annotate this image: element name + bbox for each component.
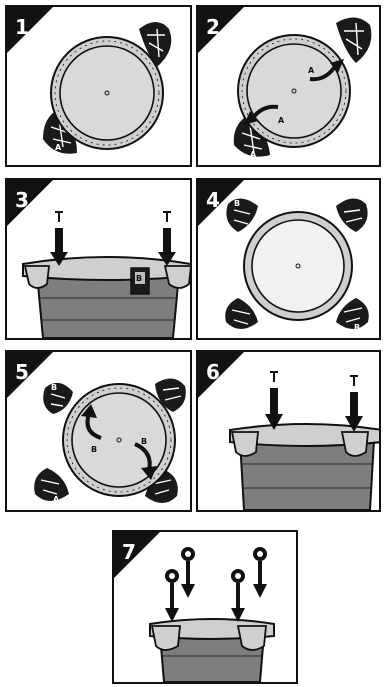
clip-label: B	[354, 323, 360, 332]
clip-left	[232, 432, 258, 456]
step-number: 3	[15, 188, 29, 212]
step-3-illustration: 3 B	[7, 180, 190, 338]
clip-label: A	[55, 143, 62, 152]
step-number-corner	[198, 352, 244, 398]
clip-bottom-left: A	[34, 468, 69, 504]
clip-bottom-left	[225, 298, 258, 329]
clip-top-left: B	[43, 383, 73, 414]
knob-arrow-4	[253, 547, 267, 598]
clip-right	[165, 266, 190, 288]
step-number-corner	[7, 7, 53, 53]
lid-inner-disc	[252, 220, 344, 312]
arrow-label: A	[278, 116, 285, 125]
screw-arrow-right	[345, 376, 363, 432]
screw-arrow-right	[158, 212, 176, 266]
step-number: 5	[15, 360, 29, 384]
step-7-illustration: 7	[114, 532, 296, 682]
clip-right	[342, 432, 368, 456]
arrow-label: A	[308, 66, 315, 75]
step-number: 6	[206, 360, 220, 384]
step-6-illustration: 6	[198, 352, 379, 510]
step-number: 4	[206, 188, 220, 212]
step-number: 7	[122, 540, 136, 564]
step-number: 2	[206, 15, 220, 39]
step-number: 1	[15, 15, 29, 39]
step-1-panel: 1 A	[5, 5, 192, 167]
clip-label: A	[53, 495, 60, 504]
step-6-panel: 6	[196, 350, 381, 512]
clip-left	[152, 626, 180, 650]
clip-left	[25, 266, 49, 288]
clip-bottom-right: B	[336, 298, 369, 332]
arrow-label: B	[141, 437, 147, 446]
step-1-illustration: 1 A	[7, 7, 190, 165]
screw-arrow-left	[265, 372, 283, 430]
clip-right	[238, 626, 266, 650]
step-2-illustration: 2 A A A	[198, 7, 379, 165]
step-7-panel: 7	[112, 530, 298, 684]
knob-arrow-3	[231, 569, 245, 622]
step-4-panel: 4 B B	[196, 178, 381, 340]
lid-inner-disc	[247, 44, 341, 138]
step-4-illustration: 4 B B	[198, 180, 379, 338]
knob-arrow-2	[181, 547, 195, 598]
step-2-panel: 2 A A A	[196, 5, 381, 167]
step-number-corner	[7, 180, 53, 226]
step-number-corner	[198, 7, 244, 53]
step-3-panel: 3 B	[5, 178, 192, 340]
container-body	[37, 274, 179, 338]
clip-label: A	[250, 150, 257, 159]
lid-inner-disc	[60, 46, 154, 140]
handle-b: B	[131, 268, 149, 294]
step-number-corner	[114, 532, 160, 578]
step-5-illustration: 5 B A B B	[7, 352, 190, 510]
arrow-label: B	[91, 445, 97, 454]
clip-label: B	[234, 199, 240, 208]
step-5-panel: 5 B A B B	[5, 350, 192, 512]
clip-top-right	[336, 17, 371, 63]
clip-top-right	[336, 198, 368, 232]
clip-top-left: B	[226, 198, 258, 232]
handle-label: B	[136, 274, 142, 283]
knob-arrow-1	[165, 569, 179, 622]
clip-label: B	[51, 383, 57, 392]
